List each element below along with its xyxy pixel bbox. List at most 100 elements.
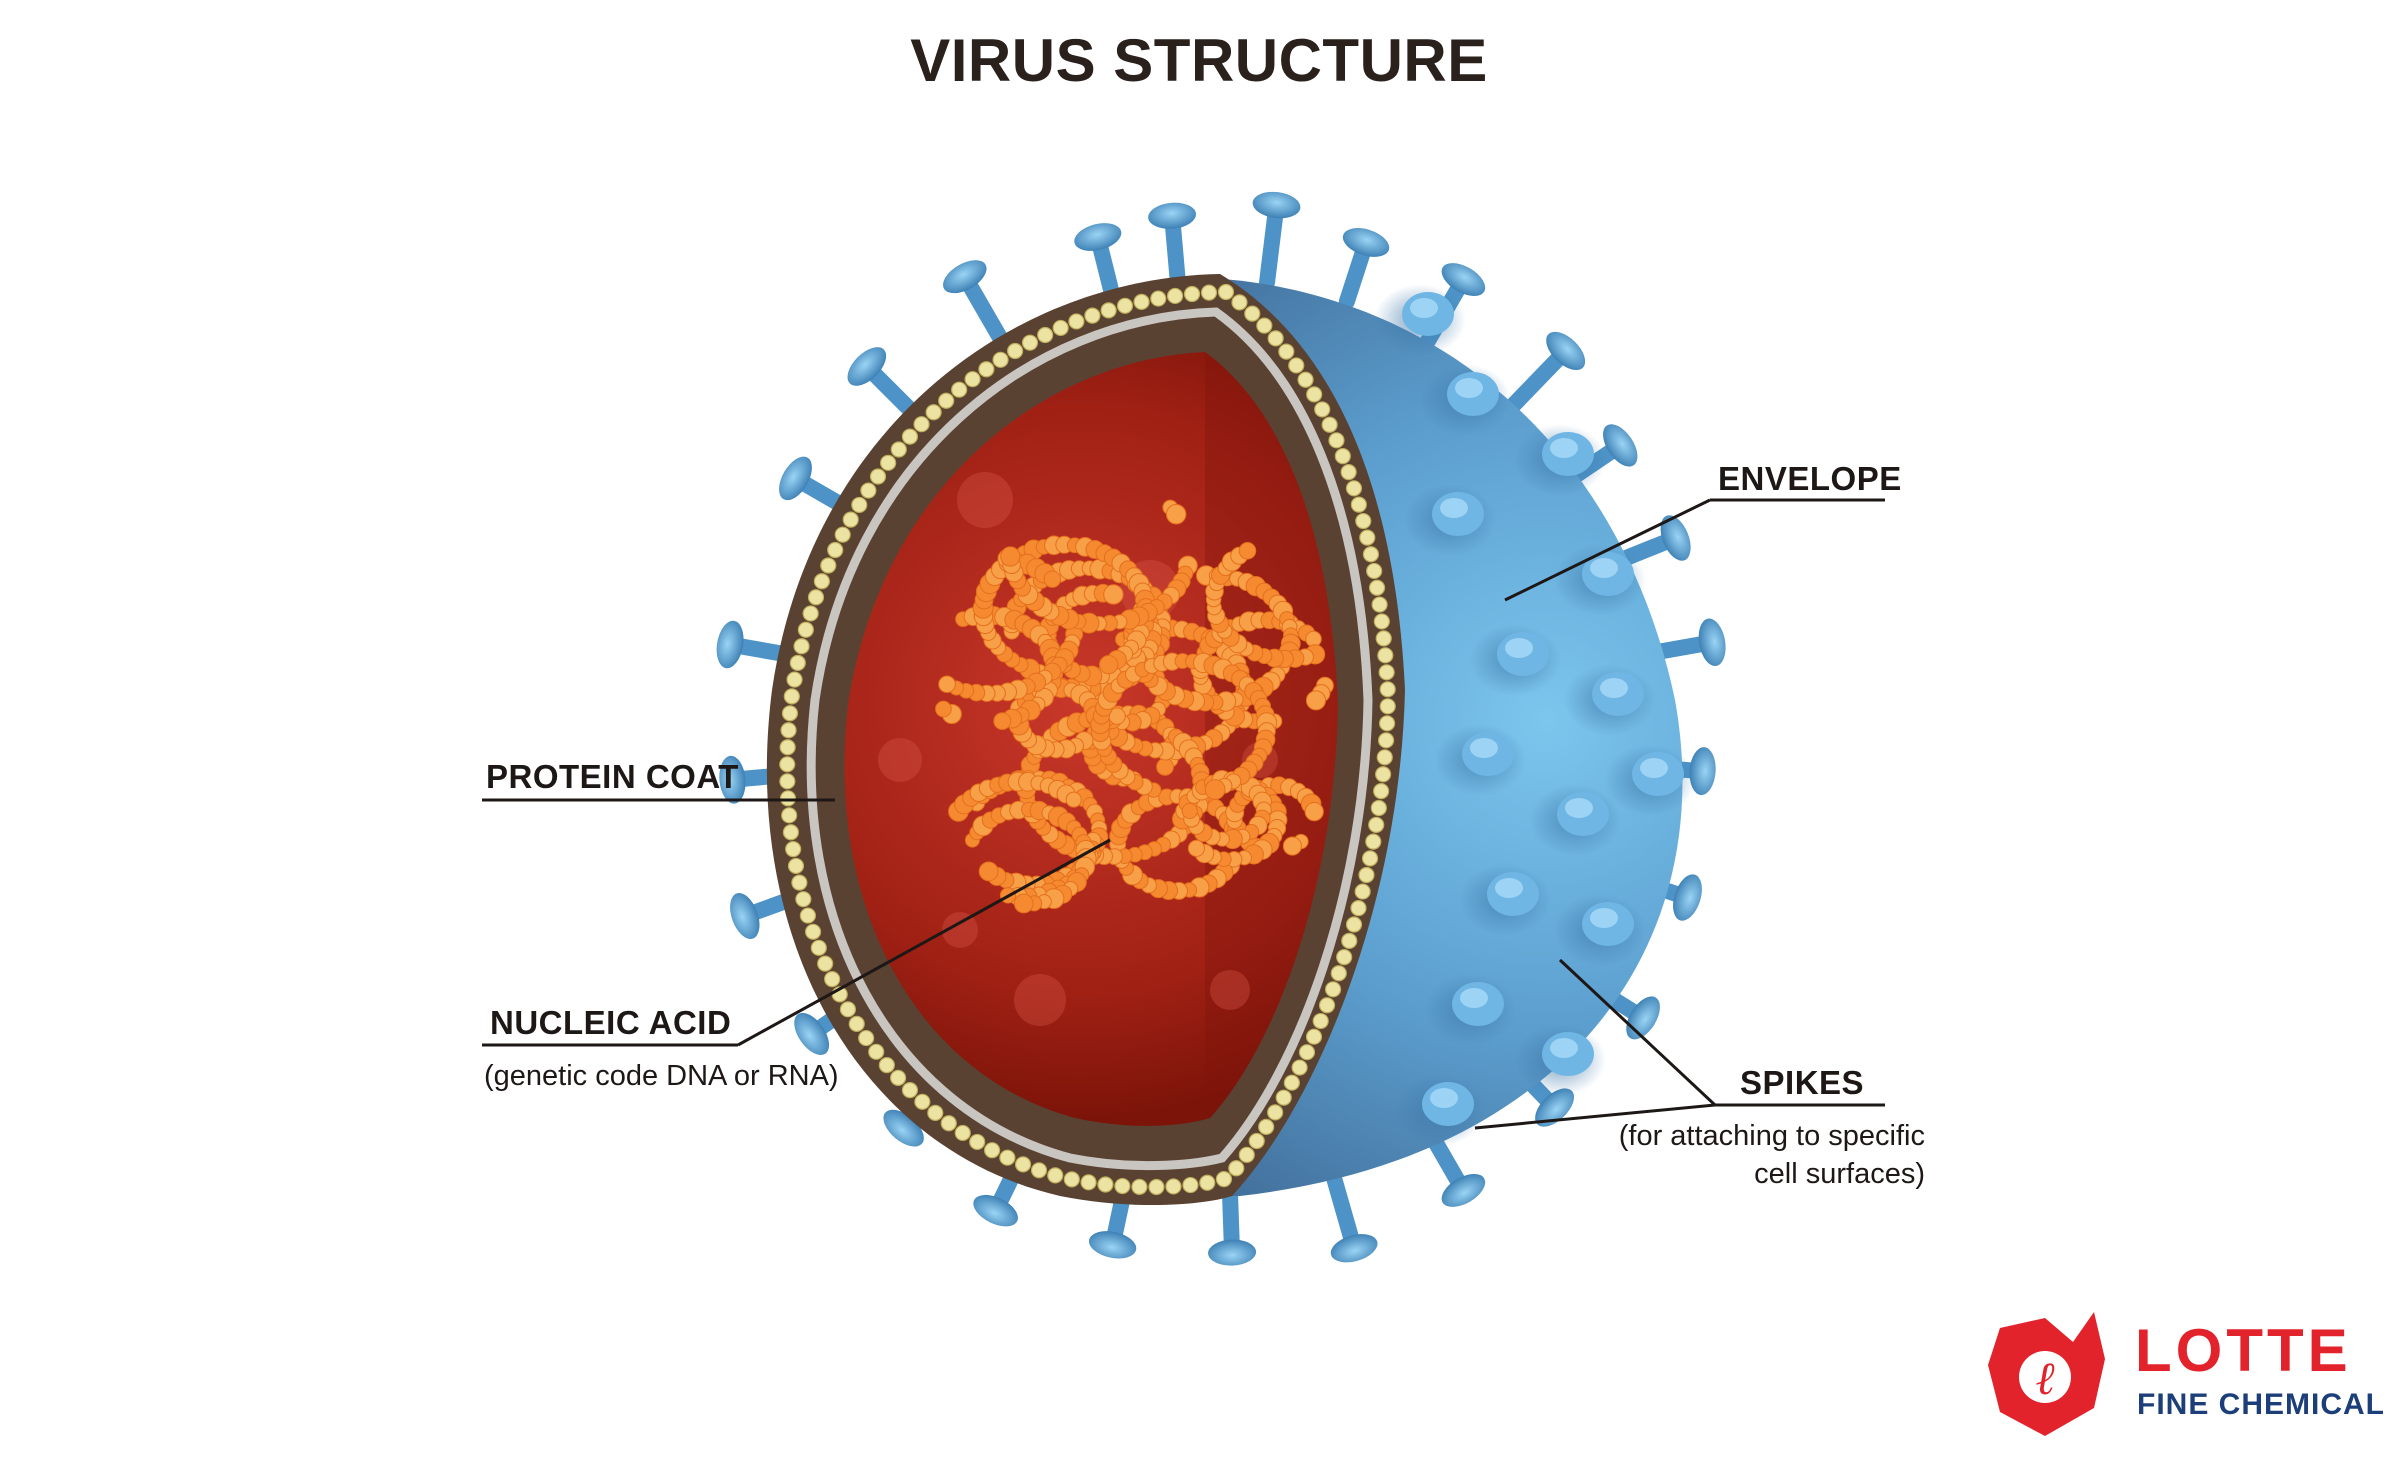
capsomere (1365, 833, 1382, 850)
capsomere (860, 482, 877, 499)
capsomere (890, 1069, 907, 1086)
capsomere (1318, 997, 1336, 1014)
surface-spike (1514, 424, 1606, 496)
capsomere (842, 511, 859, 528)
capsomere (779, 756, 796, 773)
capsomere (1068, 313, 1085, 330)
capsomere (1376, 749, 1393, 766)
spike (847, 347, 925, 424)
capsomere (810, 939, 827, 956)
capsomere (1007, 342, 1024, 360)
capsomere (964, 371, 981, 388)
capsomere (1063, 1171, 1080, 1188)
capsomere (1368, 579, 1386, 596)
surface-spike (1459, 864, 1551, 936)
capsomere (1116, 297, 1134, 314)
capsomere (1037, 326, 1054, 344)
capsomere (1114, 1177, 1131, 1195)
capsomere (802, 605, 819, 622)
capsomere (1148, 1178, 1165, 1196)
diagram-title: VIRUS STRUCTURE (910, 27, 1488, 94)
lotte-logo-subtitle: FINE CHEMICAL (2137, 1388, 2385, 1421)
spike (1074, 223, 1122, 306)
capsomere (1305, 1028, 1323, 1045)
capsomere (940, 1115, 957, 1132)
spike (1503, 331, 1586, 416)
capsomere (978, 361, 995, 378)
capsomere (1166, 287, 1184, 305)
capsomere (1361, 850, 1379, 867)
capsomere (999, 1149, 1016, 1166)
envelope-label: ENVELOPE (1718, 460, 1902, 497)
envelope-pointer (1504, 498, 1711, 602)
capsomere (804, 923, 822, 940)
capsomere (1278, 343, 1295, 360)
capsomere (791, 874, 808, 891)
capsomere (827, 541, 844, 559)
capsomere (1341, 932, 1358, 949)
surface-spike (1424, 974, 1516, 1046)
capsomere (839, 1001, 857, 1018)
capsomere (1097, 1176, 1114, 1193)
capsomere (1336, 949, 1353, 966)
capsomere (969, 1133, 986, 1151)
capsomere (878, 1057, 895, 1074)
capsomere (1014, 1156, 1032, 1173)
capsomere (1312, 1012, 1329, 1030)
capsomere (783, 688, 800, 705)
capsomere (1373, 613, 1390, 630)
capsomere (927, 1104, 944, 1121)
capsomere (1314, 401, 1331, 418)
capsomere (1258, 1118, 1275, 1135)
capsomere (1150, 290, 1167, 307)
capsomere (858, 1029, 875, 1047)
capsomere (1375, 630, 1392, 647)
capsomere (1267, 1104, 1284, 1121)
capsomere (1080, 1174, 1097, 1191)
capsomere (901, 428, 919, 445)
spikes-label: SPIKES (1740, 1064, 1865, 1101)
capsomere (1217, 283, 1235, 301)
capsomere (1328, 432, 1345, 449)
protein-coat-label: PROTEIN COAT (486, 758, 739, 795)
capsomere (1359, 529, 1376, 546)
surface-spike (1529, 784, 1621, 856)
capsomere (1267, 330, 1284, 347)
spike (1252, 191, 1301, 291)
coat-inner-layer (806, 307, 1373, 1171)
capsomere (1182, 1176, 1199, 1194)
capsomere (1371, 596, 1388, 613)
capsomere (1358, 866, 1375, 884)
capsomere (1340, 464, 1357, 481)
capsomere (1030, 1162, 1048, 1179)
capsomere (807, 589, 825, 606)
spikes-note-line1: (for attaching to specific (1618, 1120, 1925, 1152)
capsomere (1350, 899, 1367, 917)
capsomere-beads (779, 283, 1396, 1196)
spike (1148, 202, 1197, 294)
capsomere (869, 468, 887, 485)
surface-spike (1554, 544, 1646, 616)
capsomere (1215, 1171, 1233, 1188)
capsomere (848, 1015, 865, 1032)
lotte-logo-glyph: ℓ (2035, 1353, 2055, 1404)
capsomere (1200, 284, 1218, 301)
capsomere (1355, 512, 1372, 530)
capsomere (1238, 1146, 1255, 1163)
surface-spike (1394, 1074, 1486, 1146)
surface-spike (1469, 624, 1561, 696)
capsomere (799, 907, 817, 924)
capsomere (1368, 816, 1385, 833)
capsomere (851, 496, 868, 514)
capsomere (1283, 1074, 1300, 1091)
capsomere (781, 807, 798, 824)
capsomere (1084, 307, 1101, 324)
lotte-logo-mark: ℓ (1988, 1312, 2105, 1436)
capsomere (813, 573, 830, 590)
surface-spike (1419, 364, 1511, 436)
surface-spikes (1374, 284, 1696, 1146)
capsomere (913, 416, 930, 433)
capsomere (795, 891, 812, 908)
